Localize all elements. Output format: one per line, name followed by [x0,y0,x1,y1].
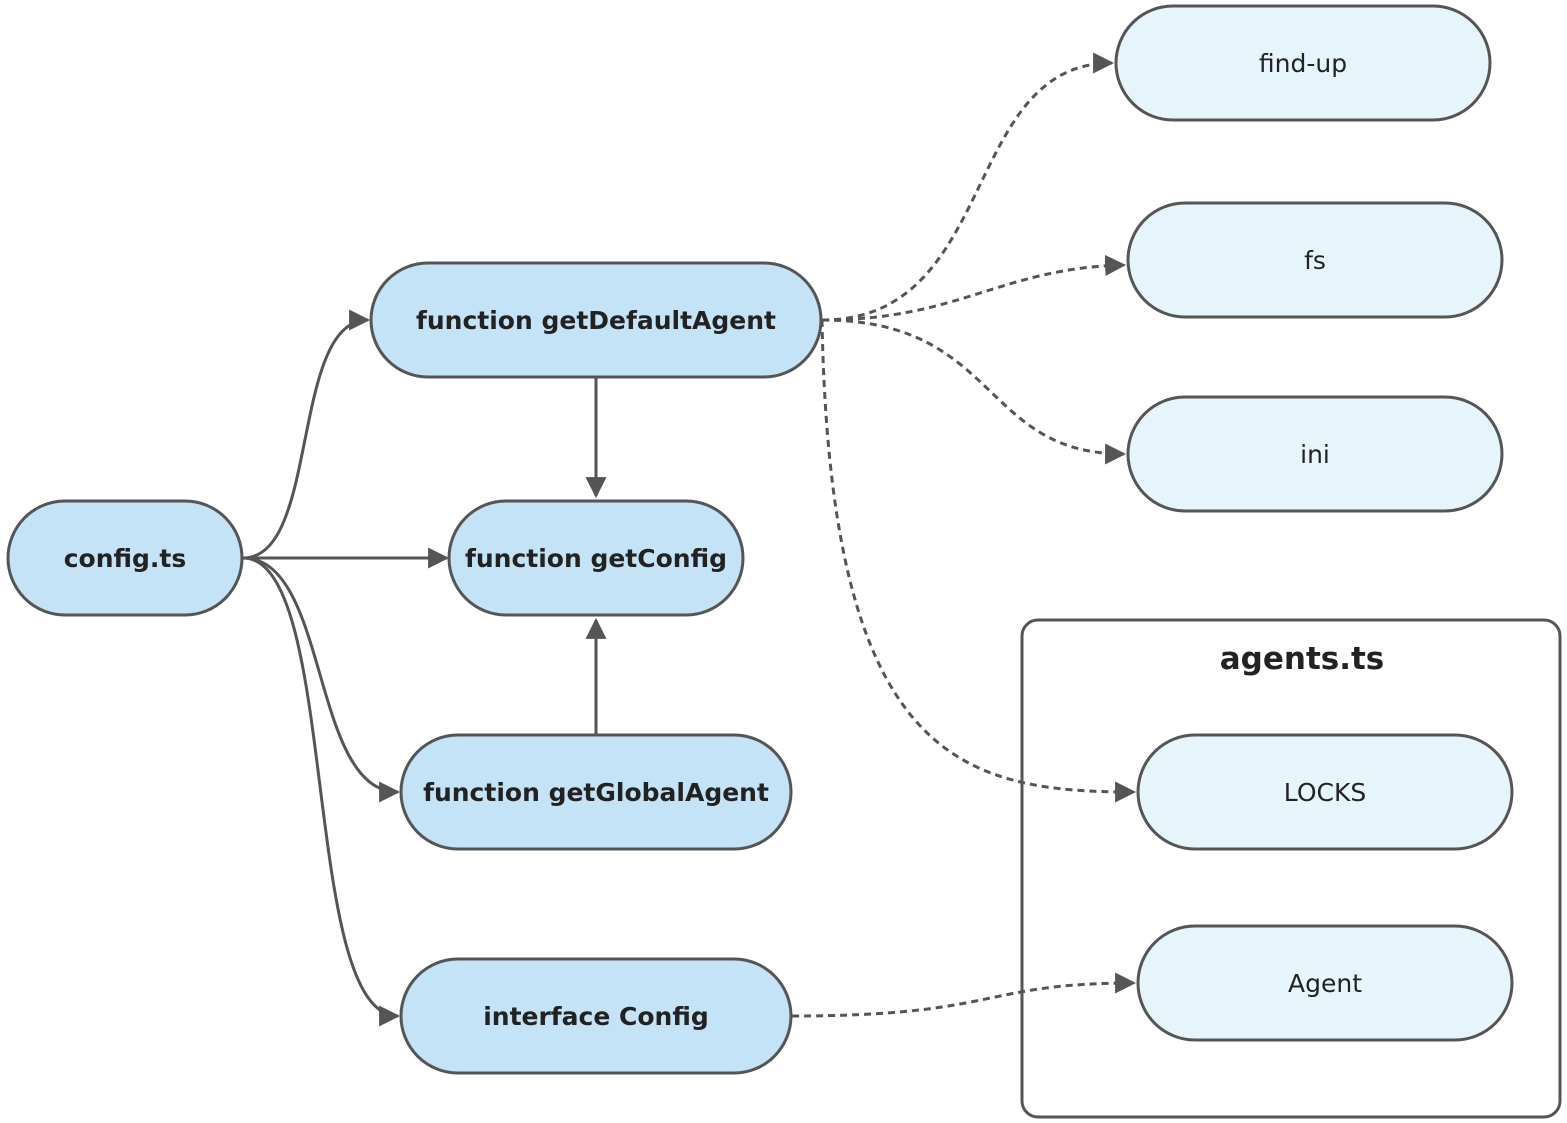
edge-config-to-getglobalagent [242,556,401,803]
node-get-config: function getConfig [447,499,745,617]
node-label: interface Config [483,1002,709,1031]
node-get-default-agent: function getDefaultAgent [369,261,823,379]
edge-config-to-interfaceconfig [242,556,401,1027]
node-locks: LOCKS [1136,733,1514,851]
node-shape [1136,924,1514,1042]
edge-getdefaultagent-to-findup [821,52,1115,322]
node-fs: fs [1126,201,1504,319]
node-shape [6,499,244,617]
node-label: fs [1304,246,1326,275]
node-get-global-agent: function getGlobalAgent [399,733,793,851]
node-label: LOCKS [1284,778,1366,807]
node-label: find-up [1259,49,1347,78]
node-label: function getGlobalAgent [423,778,769,807]
node-shape [447,499,745,617]
node-config-ts: config.ts [6,499,244,617]
node-label: config.ts [64,544,187,573]
node-shape [1126,201,1504,319]
node-interface-config: interface Config [399,957,793,1075]
cluster-box [1020,618,1562,1119]
edge-getdefaultagent-to-ini [821,318,1127,465]
node-label: ini [1300,440,1330,469]
edge-interfaceconfig-to-agent [791,972,1137,1018]
edge-getdefaultagent-to-fs [821,254,1127,322]
node-label: function getConfig [465,544,727,573]
node-agent: Agent [1136,924,1514,1042]
node-label: function getDefaultAgent [416,306,776,335]
node-shape [1114,4,1492,122]
node-label: Agent [1288,969,1362,998]
edge-config-to-getdefaultagent [242,309,371,560]
node-shape [399,957,793,1075]
node-find-up: find-up [1114,4,1492,122]
node-ini: ini [1126,395,1504,513]
node-shape [369,261,823,379]
node-shape [1136,733,1514,851]
node-shape [399,733,793,851]
node-shape [1126,395,1504,513]
cluster-title: agents.ts [1220,641,1385,677]
edges [242,52,1137,1027]
cluster-agents-ts: agents.ts [1020,618,1562,1119]
